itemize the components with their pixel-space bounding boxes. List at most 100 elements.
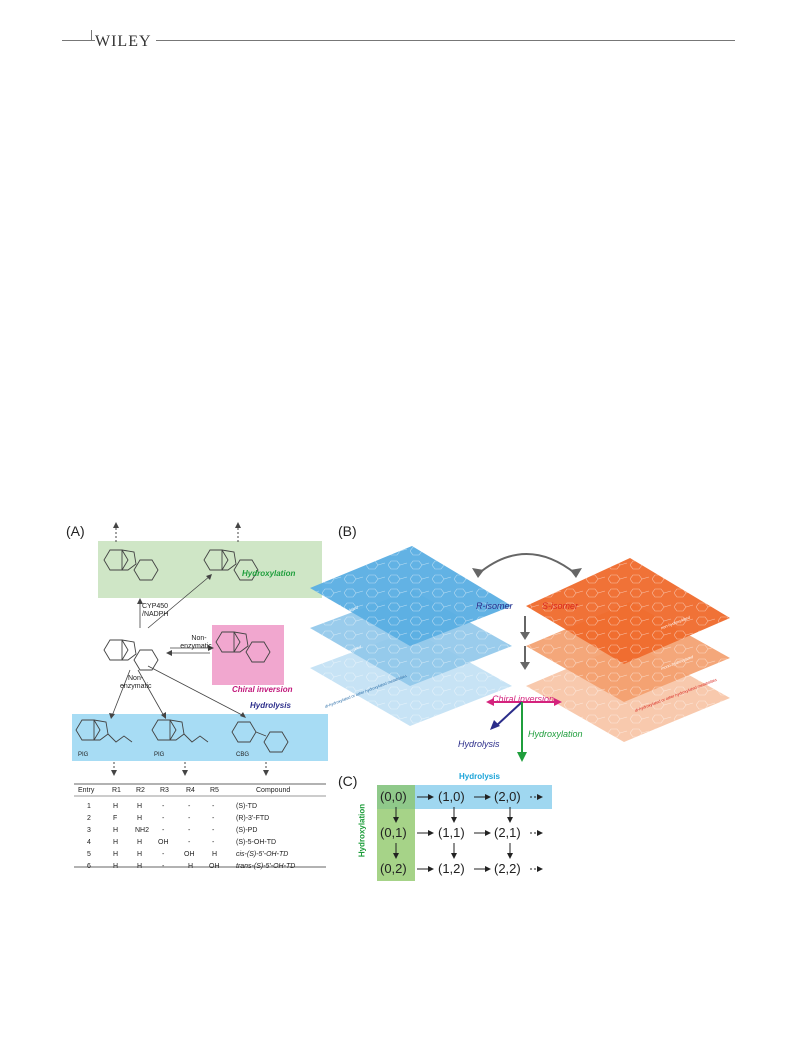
header-tick — [91, 30, 92, 41]
table-cell: - — [162, 851, 165, 858]
table-cell: (S)-TD — [236, 803, 257, 810]
table-cell: - — [188, 815, 191, 822]
table-cell: F — [113, 815, 118, 822]
panel-b-layers — [310, 546, 730, 762]
table-header: R1 — [112, 787, 121, 794]
table-cell: H — [137, 851, 143, 858]
grid-cell: (0,0) — [380, 789, 407, 804]
grid-cell: (1,0) — [438, 789, 465, 804]
inverted-structure — [215, 631, 271, 663]
table-cell: 2 — [87, 815, 91, 822]
table-cell: - — [162, 803, 165, 810]
hydrolysis-label: Hydrolysis — [250, 701, 291, 710]
panel-a-label: (A) — [66, 523, 85, 539]
panel-c-label: (C) — [338, 773, 358, 789]
table-cell: H — [137, 839, 143, 846]
table-cell: H — [137, 815, 143, 822]
nonenzymatic-down-label-1: Non- — [128, 675, 144, 682]
table-cell: H — [113, 827, 119, 834]
table-header: R4 — [186, 787, 195, 794]
r-isomer-label: R-isomer — [476, 601, 513, 611]
hydrolysis-arrow-3 — [147, 665, 245, 717]
table-cell: - — [212, 827, 215, 834]
hydrolysis-axis — [495, 701, 523, 727]
grid-cell: (0,1) — [380, 825, 407, 840]
cyp-label: CYP450 — [142, 603, 169, 610]
pig-label-1: PIG — [78, 752, 89, 758]
nadph-label: /NADPH — [142, 611, 169, 618]
hydroxylated-structure-1 — [103, 549, 159, 581]
table-cell: trans-(S)-5'-OH-TD — [236, 863, 296, 870]
table-cell: H — [113, 839, 119, 846]
thalidomide-structure — [103, 639, 159, 671]
chiral-inversion-axis-label: Chiral inversion — [492, 694, 555, 704]
table-cell: NH2 — [135, 827, 150, 834]
hydroxylated-structure-2 — [203, 549, 259, 581]
cbg-structure — [231, 721, 289, 753]
table-cell: - — [212, 815, 215, 822]
table-header: Compound — [256, 787, 291, 794]
table-cell: - — [162, 815, 165, 822]
table-cell: - — [162, 827, 165, 834]
table-cell: - — [188, 803, 191, 810]
hydrolysis-axis-label: Hydrolysis — [458, 739, 500, 749]
table-cell: 3 — [87, 827, 91, 834]
table-cell: (R)-3'-FTD — [236, 815, 270, 822]
table-cell: H — [188, 863, 194, 870]
header-rule — [62, 40, 735, 41]
s-isomer-label: S-isomer — [542, 601, 579, 611]
grid-cell: (2,2) — [494, 861, 521, 876]
table-cell: 1 — [87, 803, 91, 810]
table-cell: - — [212, 803, 215, 810]
table-cell: OH — [209, 863, 220, 870]
table-header: R2 — [136, 787, 145, 794]
nonenzymatic-right-label-1: Non- — [191, 635, 207, 642]
table-cell: H — [113, 803, 119, 810]
table-cell: (S)-PD — [236, 827, 258, 834]
table-cell: - — [188, 827, 191, 834]
table-header: R5 — [210, 787, 219, 794]
nonenzymatic-down-label-2: enzymatic — [120, 683, 152, 690]
table-cell: - — [162, 863, 165, 870]
table-cell: H — [113, 863, 119, 870]
publisher-logo: WILEY — [95, 33, 156, 51]
nonenzymatic-right-label-2: enzymatic — [180, 643, 212, 650]
table-cell: 4 — [87, 839, 91, 846]
table-cell: - — [188, 839, 191, 846]
table-header: Entry — [78, 787, 95, 794]
pig-structure-2 — [151, 719, 209, 743]
table-cell: H — [113, 851, 119, 858]
hydrolysis-arrow-2 — [137, 669, 165, 717]
table-header: R3 — [160, 787, 169, 794]
table-cell: 6 — [87, 863, 91, 870]
chiral-inversion-label: Chiral inversion — [232, 685, 293, 694]
hydrolysis-band-label: Hydrolysis — [459, 772, 500, 781]
table-cell: H — [212, 851, 218, 858]
table-cell: 5 — [87, 851, 91, 858]
pig-structure-1 — [75, 719, 133, 743]
table-cell: H — [137, 863, 143, 870]
table-cell: OH — [184, 851, 195, 858]
hydroxylation-axis-label: Hydroxylation — [528, 729, 583, 739]
table-cell: (S)-5-OH-TD — [236, 839, 277, 846]
table-cell: - — [212, 839, 215, 846]
hydroxylation-band-label: Hydroxylation — [357, 803, 367, 858]
hydroxylation-label: Hydroxylation — [242, 569, 296, 578]
table-cell: H — [137, 803, 143, 810]
isomer-curved-arrow — [477, 553, 577, 575]
grid-cell: (2,1) — [494, 825, 521, 840]
cbg-label: CBG — [236, 752, 250, 758]
panel-b-label: (B) — [338, 523, 357, 539]
panel-a-scheme — [72, 522, 328, 868]
hydroxylation-arrow — [147, 575, 211, 629]
grid-cell: (1,1) — [438, 825, 465, 840]
hydrolysis-box — [72, 714, 328, 761]
pig-label-2: PIG — [154, 752, 165, 758]
grid-cell: (0,2) — [380, 861, 407, 876]
table-cell: OH — [158, 839, 169, 846]
panel-c-grid — [377, 785, 552, 881]
table-cell: cis-(S)-5'-OH-TD — [236, 851, 289, 858]
hydrolysis-arrow-1 — [111, 669, 131, 717]
grid-cell: (1,2) — [438, 861, 465, 876]
grid-cell: (2,0) — [494, 789, 521, 804]
